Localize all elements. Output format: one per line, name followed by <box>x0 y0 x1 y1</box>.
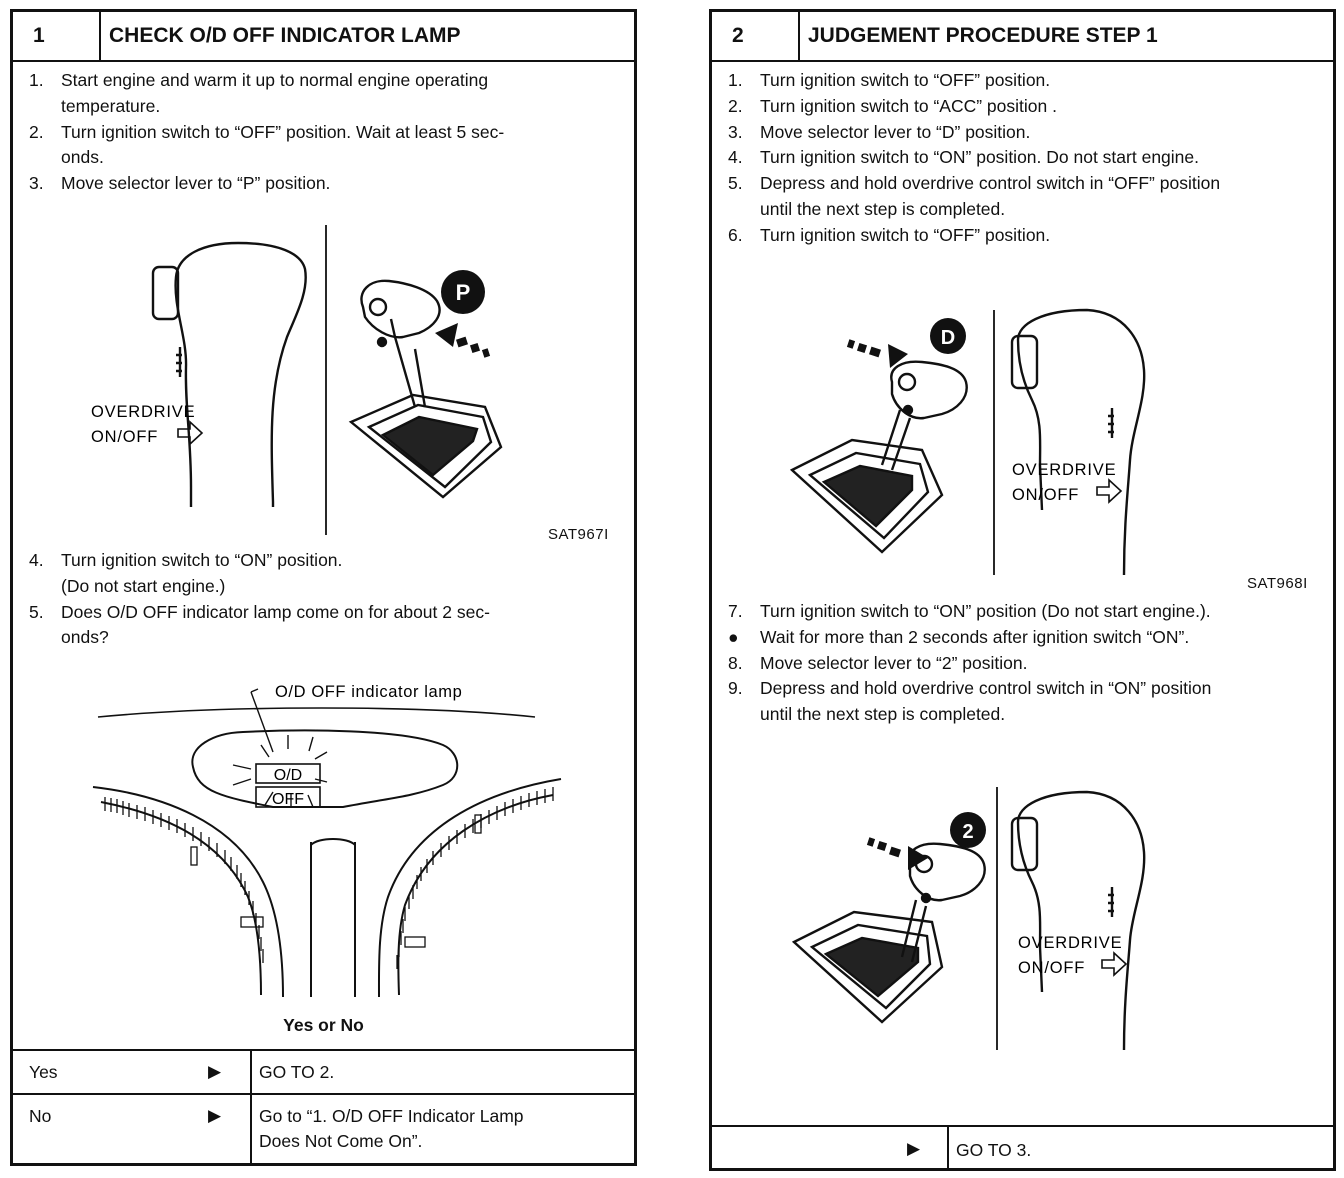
shift-lever-d-figure: D OVERDRIVE ON/OFF <box>789 308 1146 576</box>
answer-row-yes: Yes ▶ GO TO 2. <box>13 1049 634 1095</box>
outline-arrow-icon <box>177 420 204 446</box>
instruction-bullet: ●Wait for more than 2 seconds after igni… <box>728 625 1211 651</box>
figure-code: SAT968I <box>1247 575 1308 592</box>
play-arrow-icon: ▶ <box>907 1139 921 1158</box>
outline-arrow-icon <box>1096 478 1123 504</box>
play-arrow-icon: ▶ <box>208 1062 222 1081</box>
instruction-step: 5. Does O/D OFF indicator lamp come on f… <box>29 601 490 648</box>
lamp-off-text: OFF <box>272 791 304 808</box>
instruction-step: 1.Turn ignition switch to “OFF” position… <box>728 70 1051 90</box>
position-badge-d: D <box>941 327 955 349</box>
on-off-label: ON/OFF <box>1012 486 1079 504</box>
instruction-step: 3.Move selector lever to “D” position. <box>728 121 1031 142</box>
answer-row-no: No ▶ Go to “1. O/D OFF Indicator Lamp Do… <box>13 1093 634 1163</box>
instruction-step: 6.Turn ignition switch to “OFF” position… <box>728 224 1051 245</box>
footer-text: GO TO 3. <box>956 1140 1032 1160</box>
indicator-lamp-callout: O/D OFF indicator lamp <box>275 683 462 701</box>
footer-row: ▶ GO TO 3. <box>712 1125 1333 1168</box>
step-number: 1 <box>13 12 101 60</box>
instruction-step: 2.Turn ignition switch to “ACC” position… <box>728 95 1057 116</box>
instruction-step: 9.Depress and hold overdrive control swi… <box>728 678 1212 725</box>
shift-lever-p-figure: P OVERDRIVE ON/OFF <box>91 225 503 535</box>
panel-title: CHECK O/D OFF INDICATOR LAMP <box>109 24 461 47</box>
lamp-od-text: O/D <box>274 767 302 784</box>
instruction-list: 1. Start engine and warm it up to normal… <box>29 68 504 197</box>
on-off-label: ON/OFF <box>1018 959 1085 977</box>
instruction-step: 3. Move selector lever to “P” position. <box>29 173 331 194</box>
instrument-panel-figure: O/D OFF indicator lamp O/D OFF <box>92 683 562 998</box>
bullet-icon: ● <box>728 626 739 647</box>
instruction-step: 5.Depress and hold overdrive control swi… <box>728 173 1221 219</box>
overdrive-label: OVERDRIVE <box>91 403 195 421</box>
instruction-list: 1.Turn ignition switch to “OFF” position… <box>728 68 1220 249</box>
instruction-step: 4. Turn ignition switch to “ON” position… <box>29 550 343 596</box>
panel-header: 1 CHECK O/D OFF INDICATOR LAMP <box>13 12 634 62</box>
instruction-step: 1. Start engine and warm it up to normal… <box>29 70 489 116</box>
instruction-list: 4. Turn ignition switch to “ON” position… <box>29 548 490 651</box>
overdrive-label: OVERDRIVE <box>1018 934 1122 952</box>
panel-title: JUDGEMENT PROCEDURE STEP 1 <box>808 24 1158 47</box>
shift-lever-2-figure: 2 OVERDRIVE ON/OFF <box>791 787 1146 1051</box>
question-label: Yes or No <box>283 1015 364 1035</box>
step-number: 2 <box>712 12 800 60</box>
instruction-step: 7.Turn ignition switch to “ON” position … <box>728 601 1211 621</box>
on-off-label: ON/OFF <box>91 428 158 446</box>
instruction-step: 2. Turn ignition switch to “OFF” positio… <box>29 121 505 168</box>
play-arrow-icon: ▶ <box>208 1106 222 1125</box>
overdrive-label: OVERDRIVE <box>1012 461 1116 479</box>
outline-arrow-icon <box>1101 951 1128 977</box>
procedure-panel-2: 2 JUDGEMENT PROCEDURE STEP 1 1.Turn igni… <box>709 9 1336 1171</box>
instruction-list: 7.Turn ignition switch to “ON” position … <box>728 599 1211 728</box>
position-badge-2: 2 <box>962 821 973 843</box>
instruction-step: 4.Turn ignition switch to “ON” position.… <box>728 147 1199 168</box>
instruction-step: 8.Move selector lever to “2” position. <box>728 652 1028 673</box>
procedure-panel-1: 1 CHECK O/D OFF INDICATOR LAMP 1. Start … <box>10 9 637 1166</box>
figure-code: SAT967I <box>548 526 609 543</box>
panel-header: 2 JUDGEMENT PROCEDURE STEP 1 <box>712 12 1333 62</box>
position-badge-p: P <box>456 280 471 305</box>
